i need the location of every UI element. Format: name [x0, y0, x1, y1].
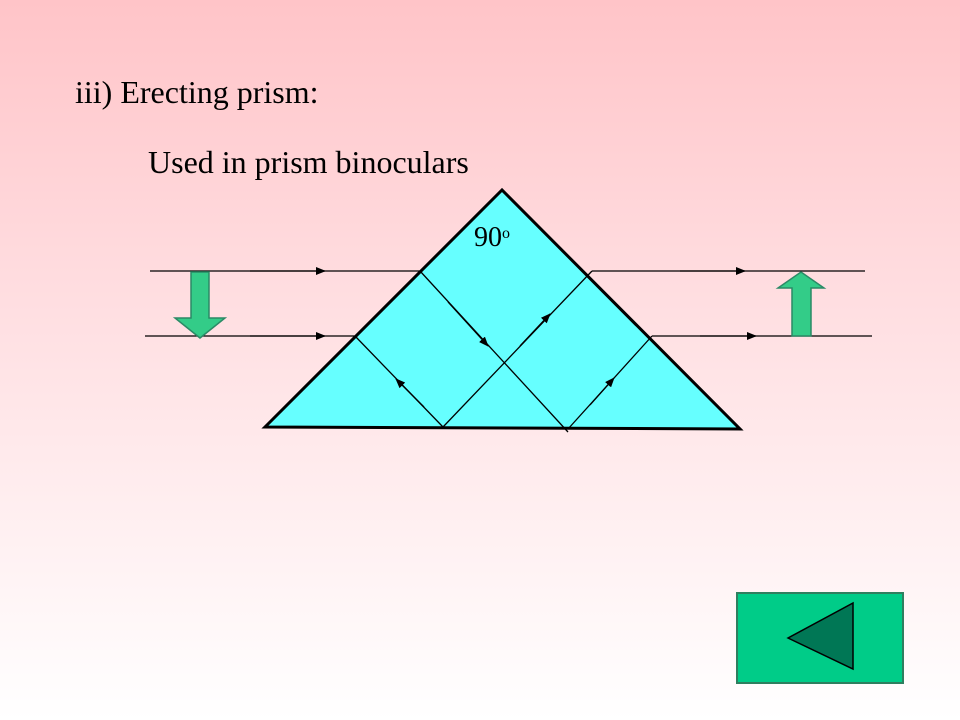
- slide-subheading: Used in prism binoculars: [148, 144, 469, 180]
- object-arrow-down: [172, 271, 228, 339]
- inner-ray-upper-1: [419, 270, 569, 433]
- apex-angle-degree: o: [502, 225, 510, 242]
- inner-ray-lower-2: [442, 270, 593, 428]
- apex-angle-value: 90: [474, 222, 502, 253]
- inner-ray-lower-1-arrow: [395, 378, 425, 408]
- inner-ray-upper-2-arrow: [589, 377, 615, 406]
- apex-angle-label: 90o: [474, 218, 510, 254]
- triangle-left-icon: [786, 601, 854, 671]
- slide-heading: iii) Erecting prism:: [75, 74, 319, 110]
- back-button[interactable]: [736, 592, 904, 684]
- inner-ray-upper-1-arrow: [447, 301, 489, 347]
- inner-ray-lower-2-arrow: [519, 313, 551, 347]
- image-arrow-up: [775, 271, 827, 337]
